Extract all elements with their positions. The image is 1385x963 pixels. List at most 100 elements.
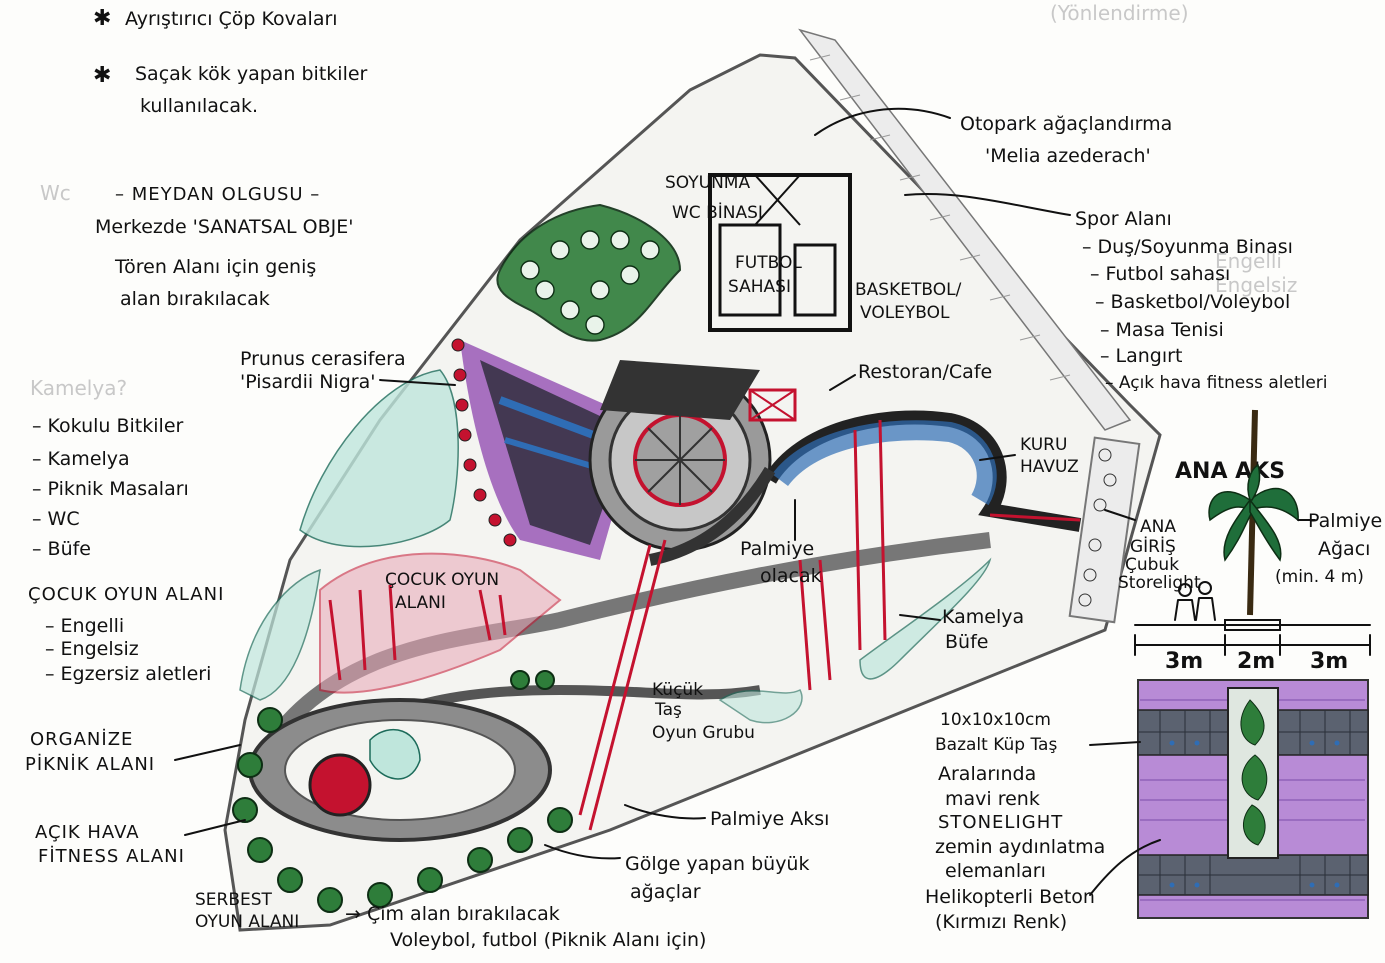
palm-label-3: (min. 4 m) (1275, 567, 1364, 587)
label-palmiye-aksi: Palmiye Aksı (710, 808, 829, 830)
left-list: – Kokulu Bitkiler – Kamelya – Piknik Mas… (25, 415, 706, 951)
play-title: ÇOCUK OYUN ALANI (28, 584, 224, 605)
meydan-line3: Tören Alanı için geniş (114, 256, 316, 278)
child-play-area (319, 552, 562, 694)
left-item-2: – Kamelya (32, 448, 130, 470)
label-cocuk-1: ÇOCUK OYUN (385, 570, 499, 590)
left-item-4: – WC (32, 508, 80, 530)
label-futbol: FUTBOL (735, 253, 802, 273)
meydan-notes: – MEYDAN OLGUSU – Merkezde 'SANATSAL OBJ… (95, 184, 354, 310)
dim-3: 3m (1310, 649, 1348, 674)
svg-text:✱: ✱ (93, 63, 111, 88)
aralari-2: mavi renk (945, 788, 1040, 810)
label-prunus-2: 'Pisardii Nigra' (240, 371, 375, 393)
ana-aks-title: ANA AKS (1175, 459, 1285, 484)
play-item-2: – Engelsiz (45, 638, 139, 660)
svg-text:Wc: Wc (40, 181, 71, 205)
label-golge-1: Gölge yapan büyük (625, 853, 809, 875)
aralari-3: STONELIGHT (938, 812, 1063, 833)
left-item-3: – Piknik Masaları (32, 478, 189, 500)
label-kamelya: Kamelya (942, 606, 1024, 628)
svg-text:Engelsiz: Engelsiz (1215, 273, 1297, 297)
organize-2: PİKNİK ALANI (25, 754, 155, 775)
prunus-row (451, 338, 517, 547)
organize-1: ORGANİZE (30, 729, 133, 750)
spor-item-1: – Duş/Soyunma Binası (1082, 236, 1293, 258)
spor-item-4: – Masa Tenisi (1100, 319, 1224, 341)
label-kucuk-1: Küçük (652, 680, 703, 700)
svg-text:Engelli: Engelli (1215, 249, 1282, 273)
right-list: Otopark ağaçlandırma 'Melia azederach' S… (814, 107, 1328, 393)
label-golge-2: ağaçlar (630, 881, 701, 903)
people-icon (1174, 581, 1216, 621)
label-wc: WC BİNASI (672, 202, 763, 223)
label-prunus-1: Prunus cerasifera (240, 348, 406, 370)
aralari-4: zemin aydınlatma (935, 836, 1105, 858)
free-3: → Çim alan bırakılacak (345, 903, 560, 925)
detail-labels: 10x10x10cm Bazalt Küp Taş Aralarında mav… (925, 710, 1161, 933)
beton-2: (Kırmızı Renk) (935, 911, 1067, 933)
kuru-arrow (979, 454, 1016, 461)
palmiye-aksi-arrow (624, 804, 706, 820)
palm-label-1: Palmiye (1308, 510, 1382, 532)
note-roots-1: Saçak kök yapan bitkiler (135, 63, 368, 85)
note-roots-2: kullanılacak. (140, 95, 258, 117)
label-ana-giris-2: GİRİŞ (1130, 536, 1176, 557)
beton-1: Helikopterli Beton (925, 886, 1095, 908)
dim-1: 3m (1165, 649, 1203, 674)
meydan-line2: Merkezde 'SANATSAL OBJE' (95, 216, 354, 238)
spor-title: Spor Alanı (1075, 208, 1172, 230)
spor-item-5: – Langırt (1100, 345, 1182, 367)
bazalt-1: 10x10x10cm (940, 710, 1051, 730)
restoran-arrow (829, 374, 856, 391)
fragrant-garden (299, 369, 459, 548)
label-soyunma: SOYUNMA (665, 173, 750, 193)
main-axis-curve (764, 410, 1082, 532)
organize-arrow (174, 744, 241, 761)
left-item-5: – Büfe (32, 538, 91, 560)
entrance-strip (1068, 436, 1141, 624)
aralari-5: elemanları (945, 860, 1046, 882)
play-item-1: – Engelli (45, 615, 124, 637)
aralari-1: Aralarında (938, 763, 1036, 785)
svg-text:Kamelya?: Kamelya? (30, 376, 127, 400)
otopark-2: 'Melia azederach' (985, 145, 1151, 167)
label-cocuk-2: ALANI (395, 593, 446, 613)
label-restoran: Restoran/Cafe (858, 361, 992, 383)
label-palmiye-1: Palmiye (740, 538, 814, 560)
spor-item-2: – Futbol sahası (1090, 263, 1230, 285)
label-sahasi: SAHASI (728, 277, 791, 297)
shade-trees-row (232, 670, 573, 913)
label-bufe: Büfe (945, 631, 988, 653)
label-kuru-2: HAVUZ (1020, 457, 1079, 477)
otopark-1: Otopark ağaçlandırma (960, 113, 1172, 135)
ghost-text: (Yönlendirme) Kamelya? Engelli Engelsiz … (30, 1, 1297, 400)
label-kucuk-3: Oyun Grubu (652, 723, 755, 743)
fitness-arrow (184, 819, 246, 836)
tree-cluster-top (496, 203, 682, 342)
label-kucuk-2: Taş (654, 700, 682, 720)
spor-item-3: – Basketbol/Voleybol (1095, 291, 1290, 313)
fitness-1: AÇIK HAVA (35, 822, 140, 843)
kamelya-arrow (899, 614, 941, 621)
svg-text:✱: ✱ (93, 6, 111, 31)
svg-text:(Yönlendirme): (Yönlendirme) (1050, 1, 1189, 25)
label-ana-giris-3: Çubuk (1125, 555, 1179, 575)
sports-buildings (600, 173, 852, 422)
fitness-2: FİTNESS ALANI (38, 846, 185, 867)
site-plan (223, 28, 1162, 932)
label-ana-giris-1: ANA (1140, 517, 1176, 537)
label-palmiye-2: olacak (760, 565, 822, 587)
palm-icon (1208, 463, 1299, 562)
free-4: Voleybol, futbol (Piknik Alanı için) (390, 929, 706, 951)
otopark-arrow (814, 107, 951, 136)
free-2: OYUN ALANI (195, 912, 299, 932)
beton-arrow (1089, 839, 1161, 896)
meydan-line4: alan bırakılacak (120, 288, 270, 310)
note-bins: Ayrıştırıcı Çöp Kovaları (125, 8, 338, 30)
label-ana-giris-4: Storelight (1118, 573, 1201, 593)
plan-labels: SOYUNMA WC BİNASI FUTBOL SAHASI BASKETBO… (240, 173, 1201, 903)
label-voleybol: VOLEYBOL (860, 303, 950, 323)
free-1: SERBEST (195, 890, 273, 910)
